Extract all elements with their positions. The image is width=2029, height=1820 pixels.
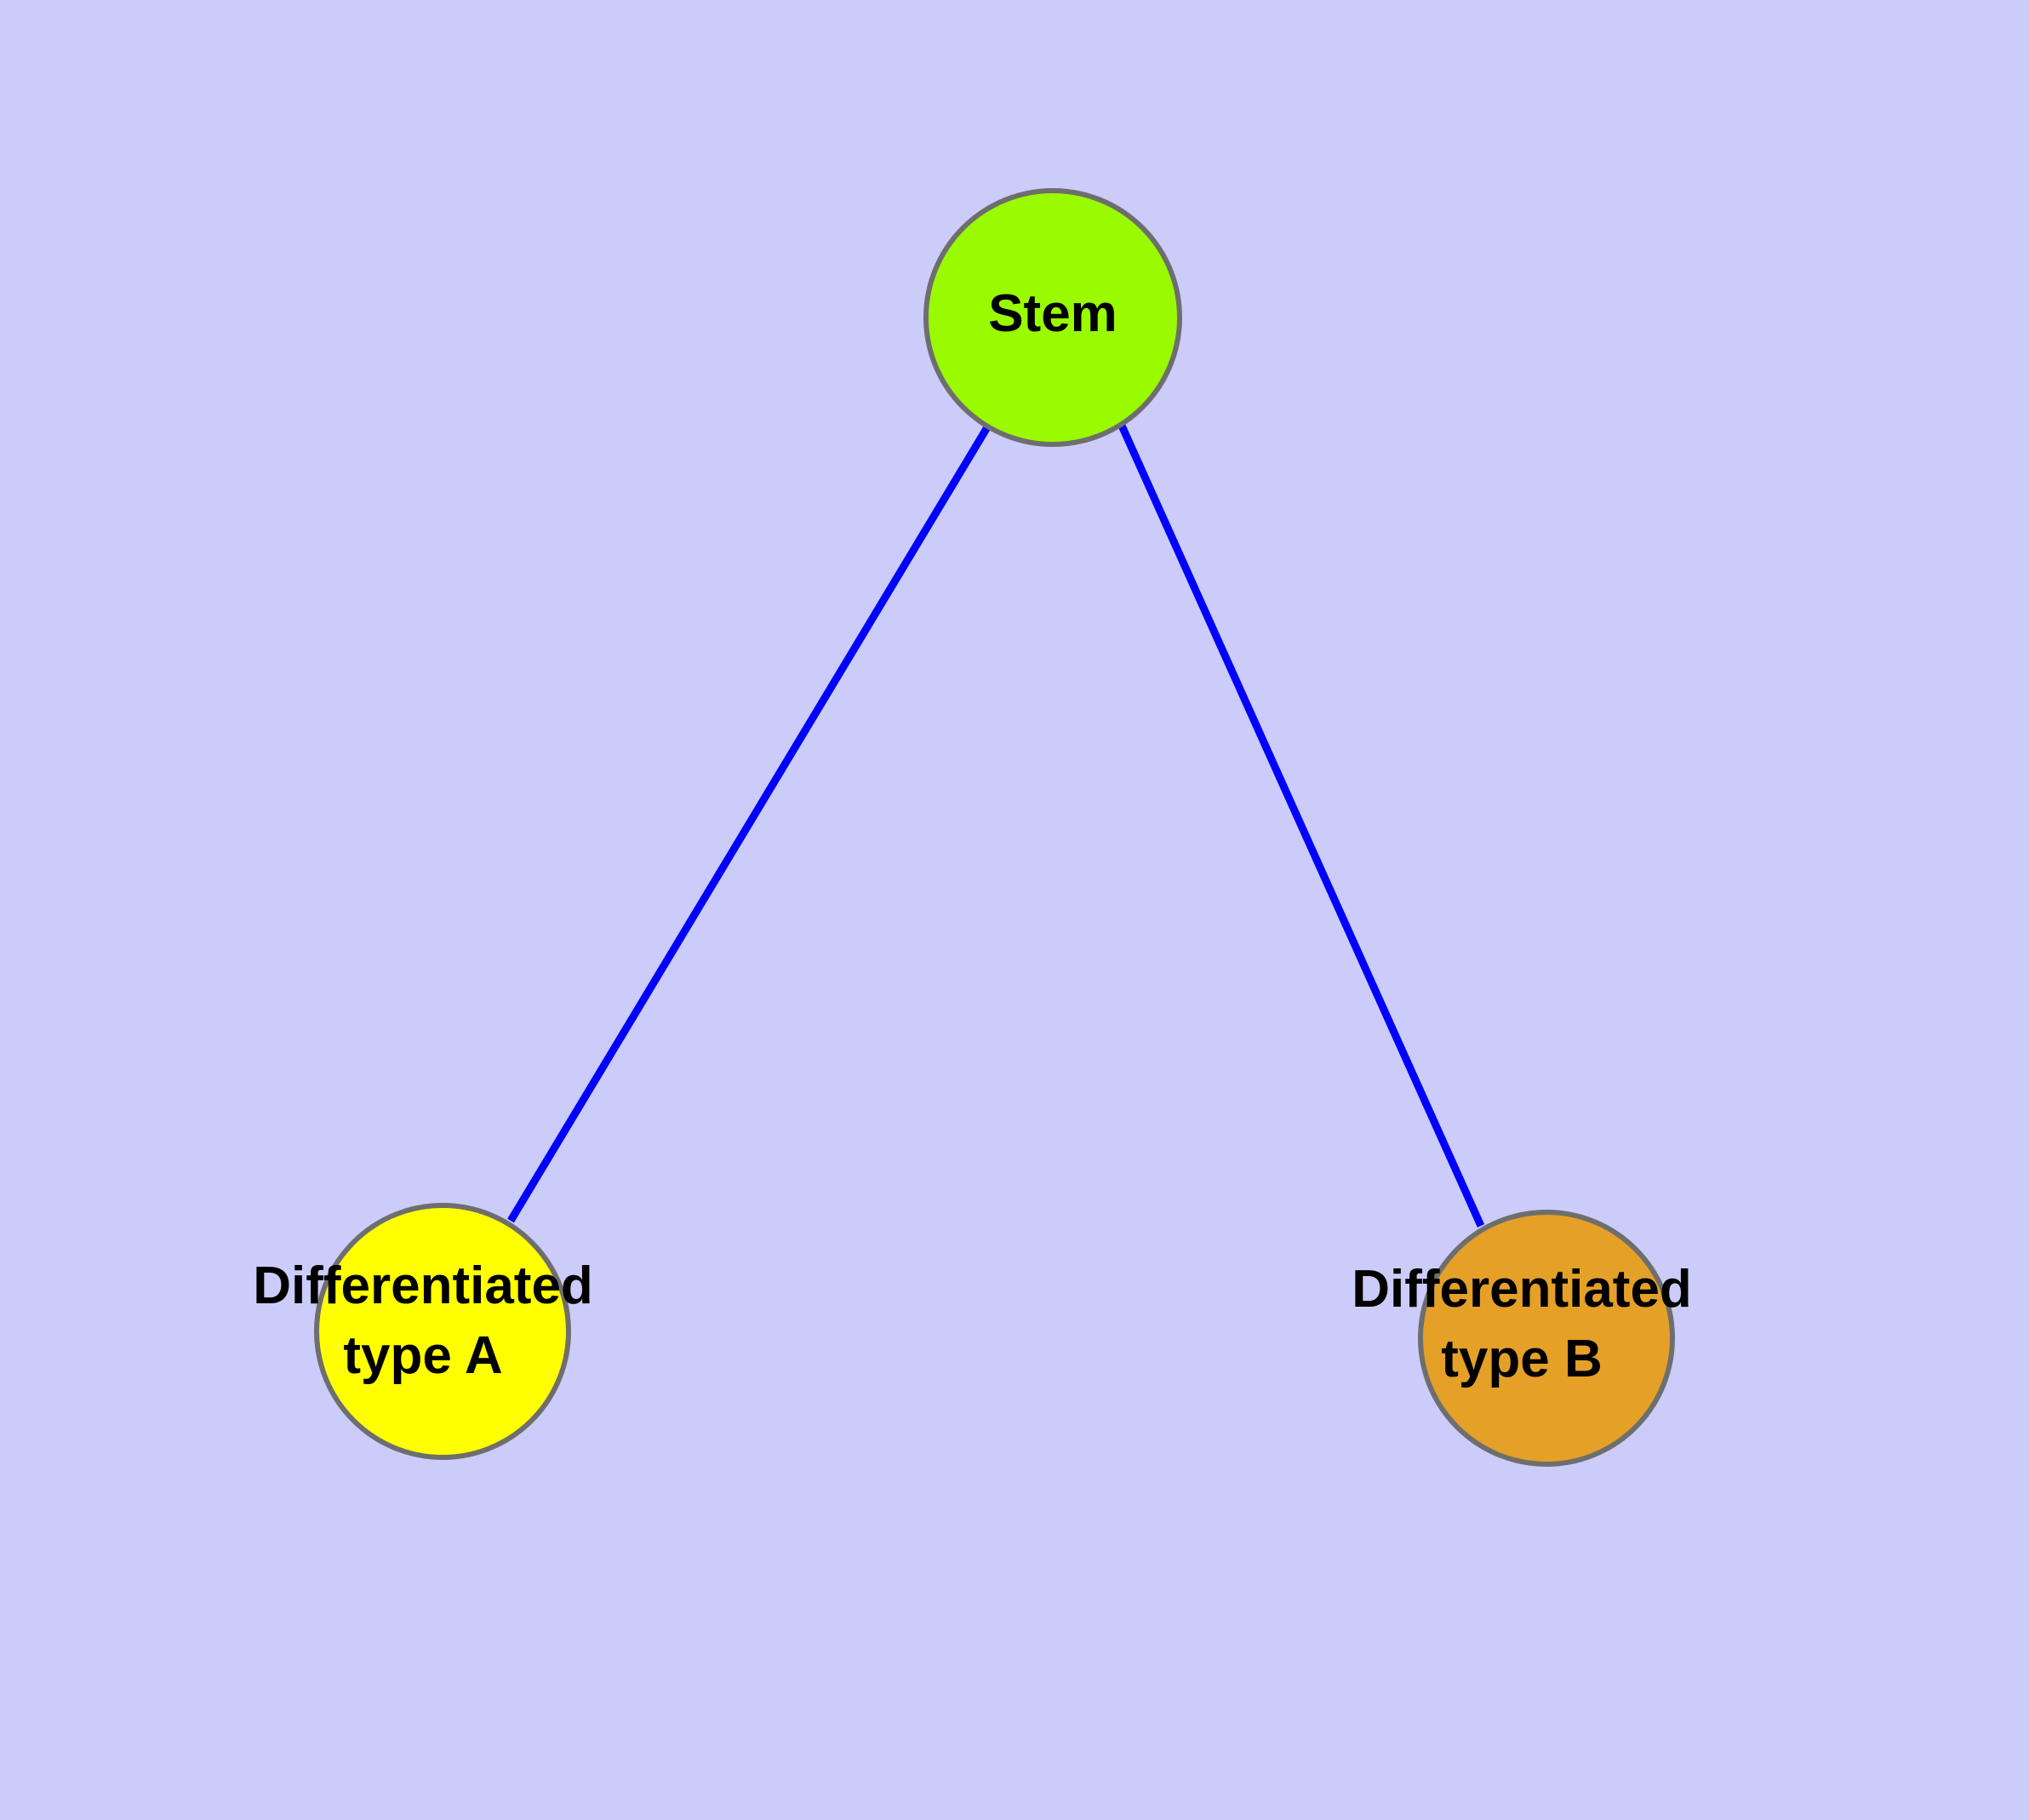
- node-diff-b[interactable]: [1418, 1210, 1675, 1467]
- label-line: Stem: [988, 284, 1117, 343]
- label-line: Differentiated: [1352, 1260, 1692, 1319]
- edge-stem-to-diff-a: [507, 425, 991, 1223]
- nodes-layer: [314, 188, 1675, 1467]
- node-stem[interactable]: [923, 188, 1182, 447]
- label-line: Differentiated: [253, 1256, 593, 1315]
- node-label-stem: Stem: [988, 284, 1117, 343]
- node-diff-a[interactable]: [314, 1203, 571, 1460]
- node-label-diff-b: Differentiated type B: [1352, 1260, 1692, 1388]
- edges-layer: [507, 424, 1485, 1228]
- edge-stem-to-diff-b: [1117, 424, 1485, 1228]
- node-label-diff-a: Differentiated type A: [253, 1256, 593, 1385]
- label-line: type B: [1441, 1330, 1602, 1388]
- label-line: type A: [343, 1326, 502, 1385]
